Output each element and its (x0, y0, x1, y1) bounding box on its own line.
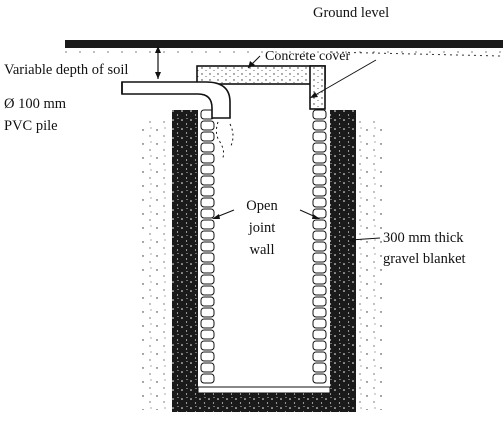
concrete-cover-label: Concrete cover (265, 49, 350, 64)
open-joint-wall-right (312, 109, 327, 384)
ground-surface (65, 40, 503, 57)
soil-speckle-right (356, 120, 386, 410)
wall-block (200, 362, 215, 373)
wall-block (312, 219, 327, 230)
wall-label-line2: joint (248, 220, 276, 236)
wall-block (312, 142, 327, 153)
wall-block (200, 285, 215, 296)
open-joint-wall-left (200, 109, 215, 384)
wall-block (312, 175, 327, 186)
wall-block (312, 285, 327, 296)
wall-block (200, 263, 215, 274)
gravel-label-line2: gravel blanket (383, 251, 466, 267)
soil-speckle-left (140, 120, 170, 410)
wall-block (200, 340, 215, 351)
gravel-label-line1: 300 mm thick (383, 230, 464, 246)
wall-block (312, 318, 327, 329)
concrete-cover-slab (196, 65, 326, 110)
wall-block (200, 164, 215, 175)
wall-block (200, 318, 215, 329)
variable-depth-label: Variable depth of soil (4, 62, 128, 78)
leader-lines (212, 55, 381, 243)
wall-block (200, 230, 215, 241)
wall-block (312, 296, 327, 307)
wall-block (200, 197, 215, 208)
wall-block (200, 219, 215, 230)
wall-block (312, 307, 327, 318)
wall-block (312, 131, 327, 142)
wall-block (200, 131, 215, 142)
wall-block (200, 307, 215, 318)
wall-block (312, 208, 327, 219)
wall-block (312, 329, 327, 340)
wall-block (200, 351, 215, 362)
wall-block (312, 230, 327, 241)
wall-block (200, 153, 215, 164)
wall-block (312, 340, 327, 351)
wall-block (200, 373, 215, 384)
gravel-blanket (172, 110, 356, 412)
wall-block (200, 274, 215, 285)
wall-block (312, 109, 327, 120)
wall-block (312, 153, 327, 164)
wall-label-line3: wall (250, 242, 275, 258)
wall-block (200, 241, 215, 252)
wall-block (200, 120, 215, 131)
wall-block (312, 252, 327, 263)
wall-block (312, 263, 327, 274)
wall-block (312, 120, 327, 131)
ground-level-label: Ground level (313, 5, 389, 21)
wall-block (200, 186, 215, 197)
wall-block (312, 362, 327, 373)
depth-dimension (155, 46, 161, 79)
pipe-size-label: Ø 100 mm (4, 96, 67, 112)
wall-block (312, 164, 327, 175)
wall-block (200, 252, 215, 263)
pit-bottom (197, 386, 331, 394)
wall-block (312, 274, 327, 285)
pipe-material-label: PVC pile (4, 118, 58, 134)
wall-block (312, 351, 327, 362)
wall-block (312, 373, 327, 384)
wall-block (200, 329, 215, 340)
wall-block (312, 186, 327, 197)
pvc-pipe (121, 81, 234, 161)
wall-label-line1: Open (246, 198, 278, 214)
wall-block (200, 142, 215, 153)
wall-block (312, 241, 327, 252)
wall-block (200, 175, 215, 186)
wall-block (312, 197, 327, 208)
wall-block (200, 296, 215, 307)
wall-block (200, 208, 215, 219)
